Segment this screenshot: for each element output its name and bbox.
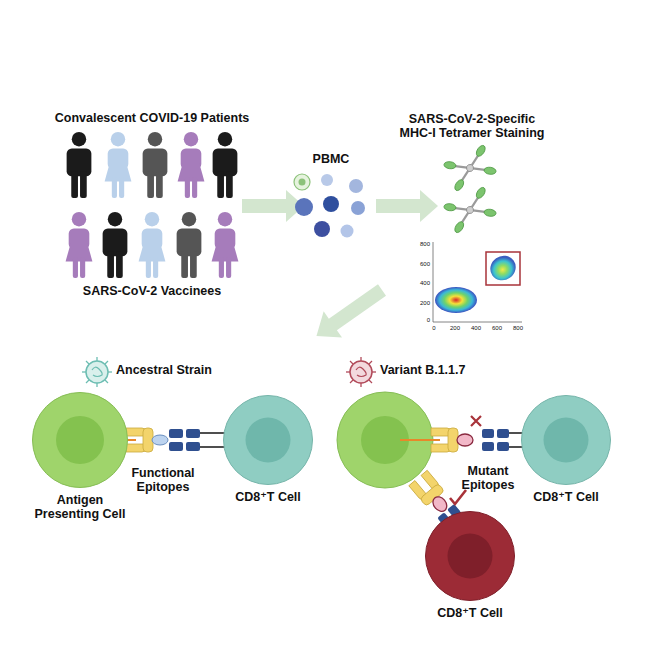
t-cell: CD8⁺T Cell [425, 511, 515, 601]
axis-tick: 200 [420, 299, 430, 306]
pbmc-cells [294, 174, 365, 238]
axis-tick: 600 [420, 260, 430, 267]
people-row [67, 132, 238, 198]
cell-label: CD8⁺T Cell [506, 490, 626, 504]
cell-membrane [426, 512, 515, 601]
axis-tick: 200 [450, 325, 460, 332]
antigen-presenting-cell [337, 392, 433, 488]
virus-icon [82, 357, 112, 387]
cell-label: CD8⁺T Cell [208, 490, 328, 504]
method-heading: SARS-CoV-2-Specific MHC-I Tetramer Stain… [392, 112, 552, 141]
cell-membrane [522, 396, 611, 485]
cell-membrane [33, 393, 128, 488]
cell-nucleus [56, 416, 104, 464]
group-heading: SARS-CoV-2 Vaccinees [83, 284, 221, 298]
axis-tick: 0 [432, 325, 435, 332]
cell-nucleus [544, 418, 589, 463]
flow-plot [433, 242, 522, 322]
axis-tick: 800 [513, 325, 523, 332]
epitope-label: Functional Epitopes [118, 466, 208, 495]
virus-icon [346, 357, 376, 387]
axis-tick: 0 [427, 317, 430, 324]
t-cell: CD8⁺T Cell [521, 395, 611, 485]
cell-nucleus [246, 418, 291, 463]
flow-arrow [307, 277, 391, 349]
mhc-tcr-blocked [400, 416, 523, 452]
sample-label: PBMC [313, 152, 350, 166]
epitope-label: Mutant Epitopes [453, 464, 523, 493]
cell-nucleus [448, 534, 493, 579]
strain-label: Variant B.1.1.7 [380, 363, 465, 377]
axis-tick: 400 [471, 325, 481, 332]
axis-tick: 600 [492, 325, 502, 332]
group-heading: Convalescent COVID-19 Patients [55, 111, 250, 125]
antigen-presenting-cell: Antigen Presenting Cell [32, 392, 128, 488]
cell-label: CD8⁺T Cell [410, 606, 530, 620]
flow-arrow [376, 190, 438, 222]
strain-label: Ancestral Strain [116, 363, 212, 377]
axis-tick: 800 [420, 241, 430, 248]
cell-shape [425, 511, 515, 601]
cell-shape [32, 392, 128, 488]
cell-shape [223, 395, 313, 485]
axis-tick: 400 [420, 280, 430, 287]
cell-label: Antigen Presenting Cell [25, 493, 135, 522]
tetramer-icon [441, 184, 499, 235]
cell-shape [521, 395, 611, 485]
t-cell: CD8⁺T Cell [223, 395, 313, 485]
people-row [66, 212, 239, 278]
flow-arrow [242, 190, 304, 222]
cell-membrane [224, 396, 313, 485]
tetramer-icon [441, 142, 499, 193]
